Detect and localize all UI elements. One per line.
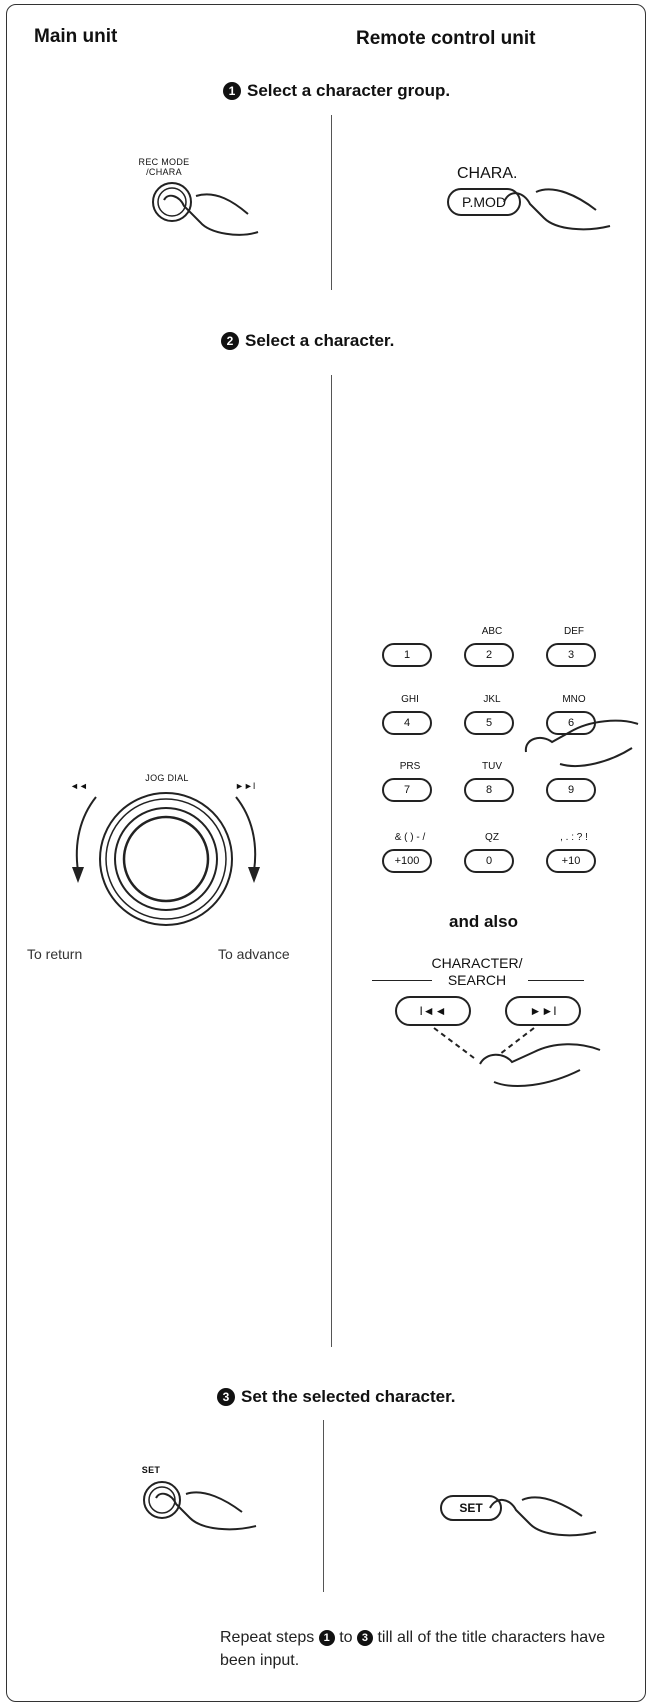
key-2-letters: ABC — [481, 626, 503, 637]
pressing-hand-icon — [163, 193, 259, 236]
key-4-letters: GHI — [401, 694, 419, 705]
fast-forward-icon: ►►I — [235, 781, 256, 791]
to-return-caption: To return — [27, 946, 83, 962]
rec-mode-chara-label: REC MODE /CHARA — [119, 157, 209, 177]
character-search-label: CHARACTER/ SEARCH — [372, 955, 582, 989]
set-label: SET — [141, 1465, 161, 1475]
step-1-number: 1 — [223, 82, 241, 100]
set-button-illustration — [143, 1481, 257, 1531]
key-plus100-letters: & ( ) - / — [394, 832, 426, 843]
column-divider-2 — [331, 375, 332, 1347]
character-search-line2: SEARCH — [447, 972, 507, 988]
key-0-letters: QZ — [485, 832, 499, 843]
search-prev-button: I◄◄ — [395, 996, 471, 1026]
p-mode-button: P.MOD — [447, 188, 521, 216]
jog-dial-illustration — [72, 792, 260, 926]
step-1-text: Select a character group. — [247, 81, 451, 100]
remote-set-button: SET — [440, 1495, 502, 1521]
clockwise-arrow — [235, 796, 257, 872]
step-3-text: Set the selected character. — [241, 1387, 456, 1406]
note-step-to: 3 — [356, 1630, 373, 1646]
key-9: 9 — [546, 778, 596, 802]
note-text-before: Repeat steps — [220, 1629, 315, 1646]
step-1-heading: 1 Select a character group. — [223, 81, 450, 101]
jog-dial-label: JOG DIAL — [145, 773, 189, 783]
key-7-letters: PRS — [399, 761, 421, 772]
counterclockwise-arrow — [75, 796, 97, 872]
rec-mode-chara-button — [152, 182, 192, 222]
key-plus10: +10 — [546, 849, 596, 873]
note-text-after: till all of the title characters have be… — [220, 1629, 606, 1669]
note-step-from: 1 — [318, 1630, 335, 1646]
key-8: 8 — [464, 778, 514, 802]
remote-unit-heading: Remote control unit — [356, 28, 536, 49]
step-2-text: Select a character. — [245, 331, 395, 350]
main-unit-heading: Main unit — [34, 26, 118, 47]
rec-mode-chara-button-illustration — [152, 182, 259, 236]
search-next-button: ►►I — [505, 996, 581, 1026]
page-frame — [6, 4, 646, 1702]
to-advance-caption: To advance — [218, 946, 290, 962]
note-to-word: to — [339, 1629, 353, 1646]
key-6-letters: MNO — [562, 694, 586, 705]
key-7: 7 — [382, 778, 432, 802]
pressing-hand-icon-search — [433, 1027, 601, 1087]
and-also-text: and also — [449, 912, 518, 931]
key-0: 0 — [464, 849, 514, 873]
pressing-hand-icon-remote — [503, 188, 611, 231]
key-5-letters: JKL — [483, 694, 501, 705]
key-4: 4 — [382, 711, 432, 735]
key-8-letters: TUV — [482, 761, 502, 772]
step-2-number: 2 — [221, 332, 239, 350]
set-button — [143, 1481, 181, 1519]
column-divider-3 — [323, 1420, 324, 1592]
jog-dial — [99, 792, 233, 926]
key-5: 5 — [464, 711, 514, 735]
character-search-line1: CHARACTER/ — [431, 955, 523, 971]
rec-mode-label-line2: /CHARA — [146, 167, 182, 177]
key-plus10-letters: , . : ? ! — [560, 832, 588, 843]
key-plus100: +100 — [382, 849, 432, 873]
step-3-number: 3 — [217, 1388, 235, 1406]
key-3-letters: DEF — [564, 626, 584, 637]
step-2-heading: 2 Select a character. — [221, 331, 394, 351]
rec-mode-label-line1: REC MODE — [138, 157, 190, 167]
search-rule-right — [528, 980, 584, 981]
pressing-hand-icon-set — [489, 1496, 597, 1537]
key-1: 1 — [382, 643, 432, 667]
rewind-icon: ◄◄ — [70, 781, 88, 791]
step-3-heading: 3 Set the selected character. — [217, 1387, 456, 1407]
search-rule-left — [372, 980, 432, 981]
key-2: 2 — [464, 643, 514, 667]
column-divider-1 — [331, 115, 332, 290]
repeat-steps-note: Repeat steps 1 to 3 till all of the titl… — [220, 1626, 640, 1672]
pressing-hand-icon-keypad — [524, 719, 639, 768]
chara-label: CHARA. — [457, 165, 518, 182]
key-3: 3 — [546, 643, 596, 667]
